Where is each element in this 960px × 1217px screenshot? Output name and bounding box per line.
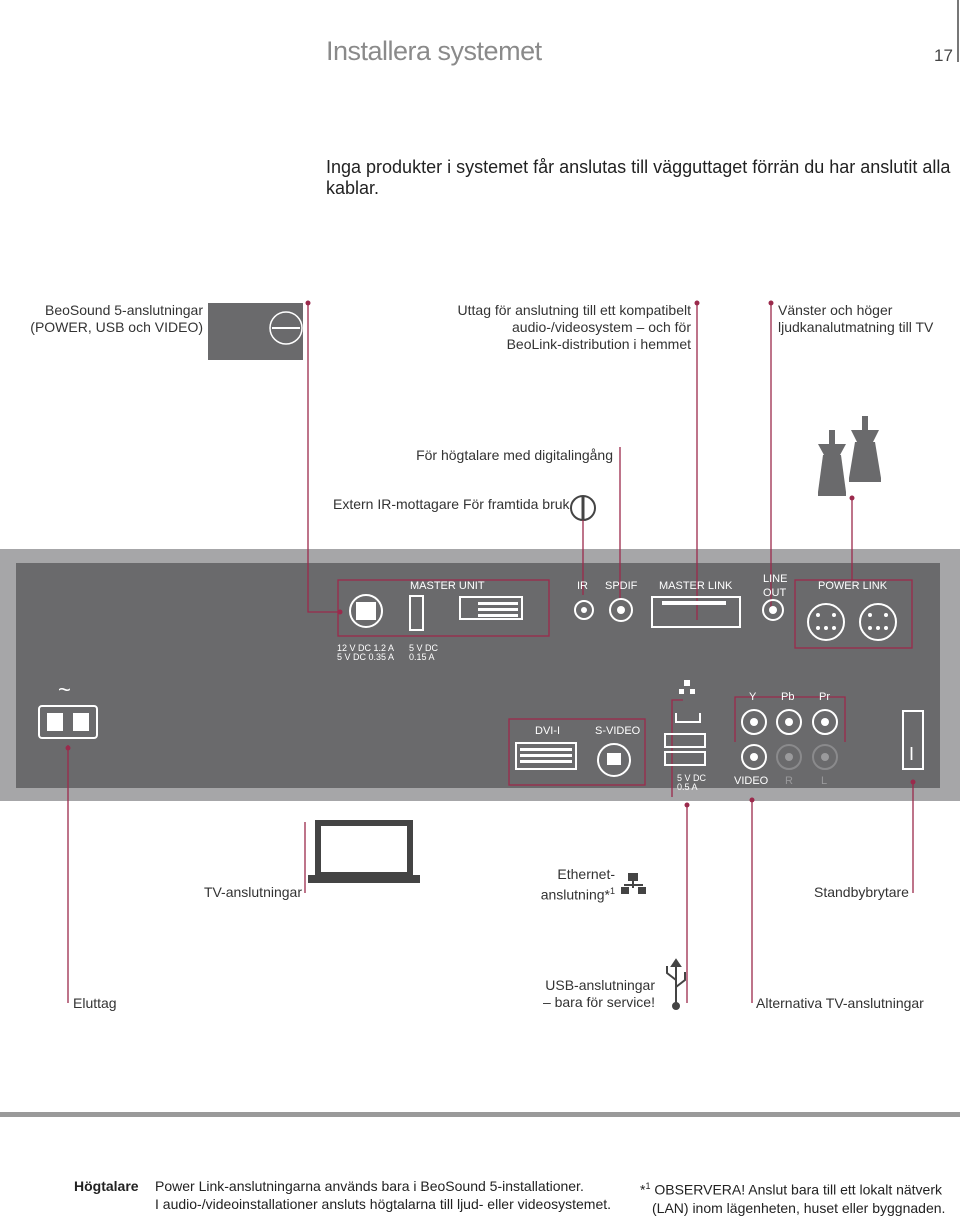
- mains-socket-icon: [38, 705, 98, 739]
- video-port-icon: [741, 744, 767, 770]
- power-spec-1: 12 V DC 1.2 A: [337, 643, 394, 653]
- usb2-spec-1: 5 V DC: [677, 773, 707, 783]
- line-out-port-icon: [762, 599, 784, 621]
- digital-callout: För högtalare med digitalingång: [416, 447, 613, 463]
- switch-mark: I: [909, 744, 914, 764]
- uttag-callout: Uttag för anslutning till ett kompatibel…: [457, 302, 691, 352]
- pr-port-icon: [812, 709, 838, 735]
- r-label: R: [785, 775, 793, 787]
- header-divider: [957, 0, 959, 62]
- ethernet-callout: Ethernet- anslutning*1: [540, 866, 615, 903]
- spdif-port-icon: [609, 598, 633, 622]
- dvi-label: DVI-I: [535, 725, 560, 737]
- usb-callout: USB-anslutningar – bara för service!: [542, 977, 655, 1010]
- usb-spec-2: 0.15 A: [409, 652, 435, 662]
- line-out-label-2: OUT: [763, 587, 787, 599]
- beosound-callout: BeoSound 5-anslutningar (POWER, USB och …: [30, 302, 203, 335]
- pb-port-icon: [776, 709, 802, 735]
- ir-label: IR: [577, 580, 588, 592]
- page-title: Installera systemet: [326, 36, 542, 66]
- master-link-port-icon: [651, 596, 741, 628]
- standby-callout: Standbybrytare: [814, 884, 909, 900]
- power-link-port-2-icon: [859, 603, 897, 641]
- rear-panel: [16, 563, 940, 788]
- footer-heading: Högtalare: [74, 1178, 139, 1194]
- footer-divider: [0, 1112, 960, 1117]
- usb2-spec-2: 0.5 A: [677, 782, 698, 792]
- l-port-icon: [812, 744, 838, 770]
- master-unit-label: MASTER UNIT: [410, 580, 485, 592]
- network-icon: [621, 873, 646, 894]
- usb-icon: [666, 958, 686, 1010]
- video-label: VIDEO: [734, 775, 769, 787]
- power-link-label: POWER LINK: [818, 580, 888, 592]
- line-out-label-1: LINE: [763, 573, 787, 585]
- dvi-port-icon: [515, 742, 577, 770]
- speaker-icon: [818, 416, 881, 496]
- power-spec-2: 5 V DC 0.35 A: [337, 652, 394, 662]
- alt-tv-callout: Alternativa TV-anslutningar: [756, 995, 924, 1011]
- ir-callout: Extern IR-mottagare För framtida bruk: [333, 496, 570, 512]
- tv-icon: [308, 820, 420, 883]
- ir-port-icon: [574, 600, 594, 620]
- svideo-label: S-VIDEO: [595, 725, 641, 737]
- pr-label: Pr: [819, 691, 830, 703]
- power-link-port-1-icon: [807, 603, 845, 641]
- usb-port-1-icon: [664, 733, 706, 748]
- l-label: L: [821, 775, 827, 787]
- ethernet-port-icon: [675, 713, 701, 723]
- usb-spec-1: 5 V DC: [409, 643, 439, 653]
- pb-label: Pb: [781, 691, 794, 703]
- tv-callout: TV-anslutningar: [203, 884, 302, 900]
- master-unit-dvi-port-icon: [459, 596, 523, 620]
- master-unit-usb-port-icon: [409, 595, 424, 631]
- standby-switch-icon[interactable]: [902, 710, 924, 770]
- master-link-label: MASTER LINK: [659, 580, 733, 592]
- master-unit-power-port-icon: [349, 594, 383, 628]
- page-number: 17: [934, 46, 953, 65]
- eluttag-callout: Eluttag: [73, 995, 117, 1011]
- y-label: Y: [749, 691, 757, 703]
- footer-text: Power Link-anslutningarna används bara i…: [155, 1178, 612, 1212]
- line-out-callout: Vänster och höger ljudkanalutmatning til…: [778, 302, 934, 335]
- svideo-port-icon: [597, 743, 631, 777]
- r-port-icon: [776, 744, 802, 770]
- y-port-icon: [741, 709, 767, 735]
- spdif-label: SPDIF: [605, 580, 638, 592]
- intro-text: Inga produkter i systemet får anslutas t…: [326, 157, 951, 198]
- ac-symbol: ~: [58, 677, 71, 702]
- usb-port-2-icon: [664, 751, 706, 766]
